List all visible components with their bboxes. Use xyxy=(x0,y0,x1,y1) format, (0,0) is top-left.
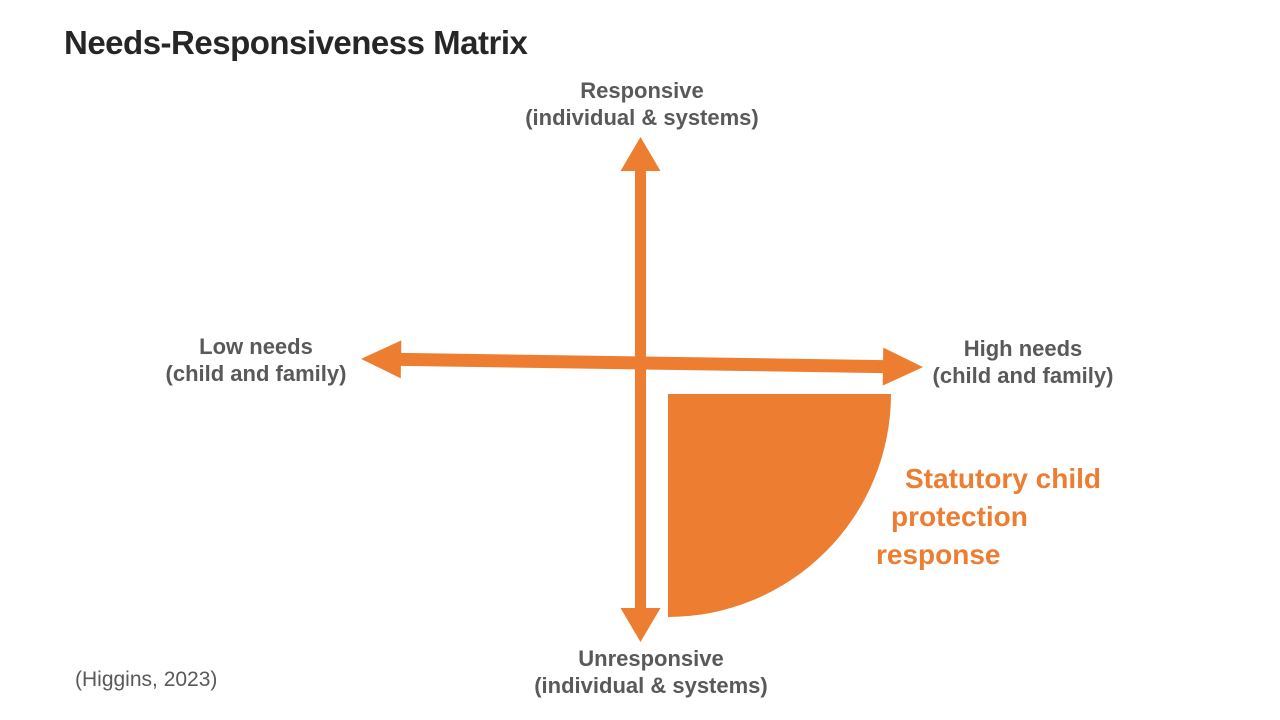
axis-label-unresponsive: Unresponsive (individual & systems) xyxy=(501,645,801,699)
axis-label-line: (individual & systems) xyxy=(525,105,759,130)
horizontal-axis-arrow-icon xyxy=(361,340,923,386)
citation: (Higgins, 2023) xyxy=(75,668,218,691)
axis-label-line: Unresponsive xyxy=(578,646,724,671)
axis-label-line: (individual & systems) xyxy=(534,673,768,698)
axis-label-line: Responsive xyxy=(580,78,704,103)
axis-label-high-needs: High needs (child and family) xyxy=(873,335,1173,389)
quarter-circle-shape xyxy=(668,394,891,617)
vertical-axis-arrow-icon xyxy=(620,137,661,642)
axis-label-line: High needs xyxy=(963,336,1083,361)
axis-label-line: (child and family) xyxy=(165,361,347,386)
quadrant-label-line: Statutory child xyxy=(905,463,1102,494)
axis-label-line: (child and family) xyxy=(932,363,1114,388)
axis-label-line: Low needs xyxy=(199,334,313,359)
axis-label-low-needs: Low needs (child and family) xyxy=(106,333,406,387)
quadrant-label-line: protection xyxy=(891,501,1028,532)
axis-label-responsive: Responsive (individual & systems) xyxy=(492,77,792,131)
page-title: Needs-Responsiveness Matrix xyxy=(64,24,528,61)
quadrant-label-line: response xyxy=(876,539,1001,570)
